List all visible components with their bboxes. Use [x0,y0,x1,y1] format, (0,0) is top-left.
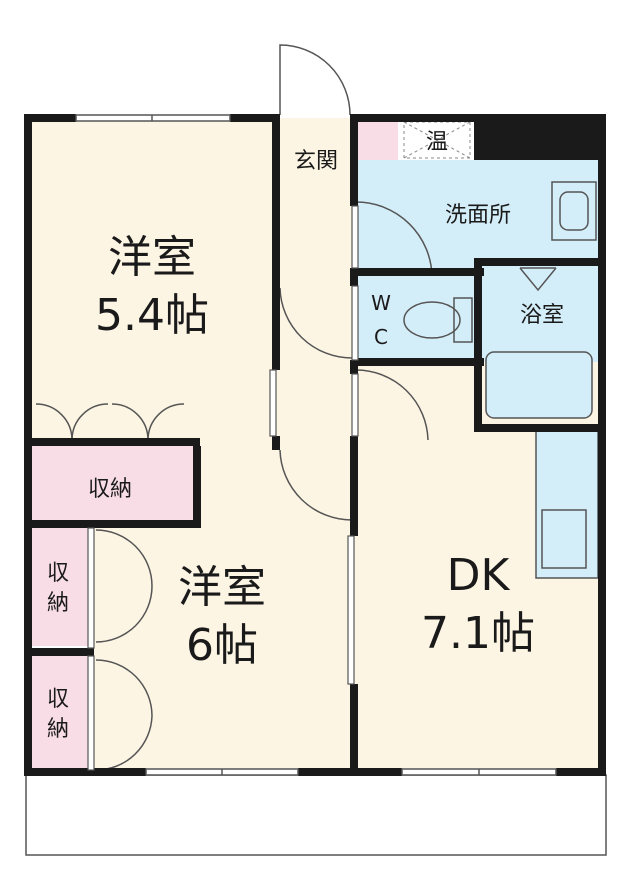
dk-size: 7.1帖 [421,608,535,659]
storage-mid-label-2: 納 [47,591,69,616]
balcony [25,774,607,856]
bath-label: 浴室 [520,303,564,328]
dk-name: DK [447,550,511,601]
wc-label-1: W [371,291,391,315]
storage-bot-floor [28,654,88,772]
western-room-2-name: 洋室 [178,562,266,613]
western-room-2-floor [193,446,356,772]
water-heater-cross-2 [403,121,471,159]
storage-bot-label-1: 収 [47,687,69,712]
toilet-bowl [403,301,461,339]
storage-mid-floor [28,526,88,646]
sliding-doors [87,205,359,771]
toilet-tank [453,297,473,343]
western-room-1-floor [28,118,276,446]
bath-door-mark [519,267,557,292]
water-heater-area [400,118,474,160]
water-heater-label: 温 [426,130,448,155]
storage-top-label: 収納 [88,477,132,502]
wc-label-2: C [374,325,388,349]
wc-floor [356,276,478,362]
kitchen-counter [535,429,599,579]
kitchen-sink [541,509,587,569]
walls [24,114,606,776]
western-room-1-name: 洋室 [108,232,196,283]
entrance-label: 玄関 [294,149,338,174]
entrance-floor [276,118,356,195]
storage-top-floor [28,446,193,526]
western-room-2-size: 6帖 [186,620,258,671]
wash-basin-bowl [559,191,589,231]
western-room-2-annex-floor [93,526,193,772]
wash-basin [551,181,597,241]
storage-mid-label-1: 収 [47,561,69,586]
western-room-1-size: 5.4帖 [95,290,209,341]
storage-bot-label-2: 納 [47,717,69,742]
washroom-label: 洗面所 [445,203,511,228]
bathtub [485,351,593,419]
